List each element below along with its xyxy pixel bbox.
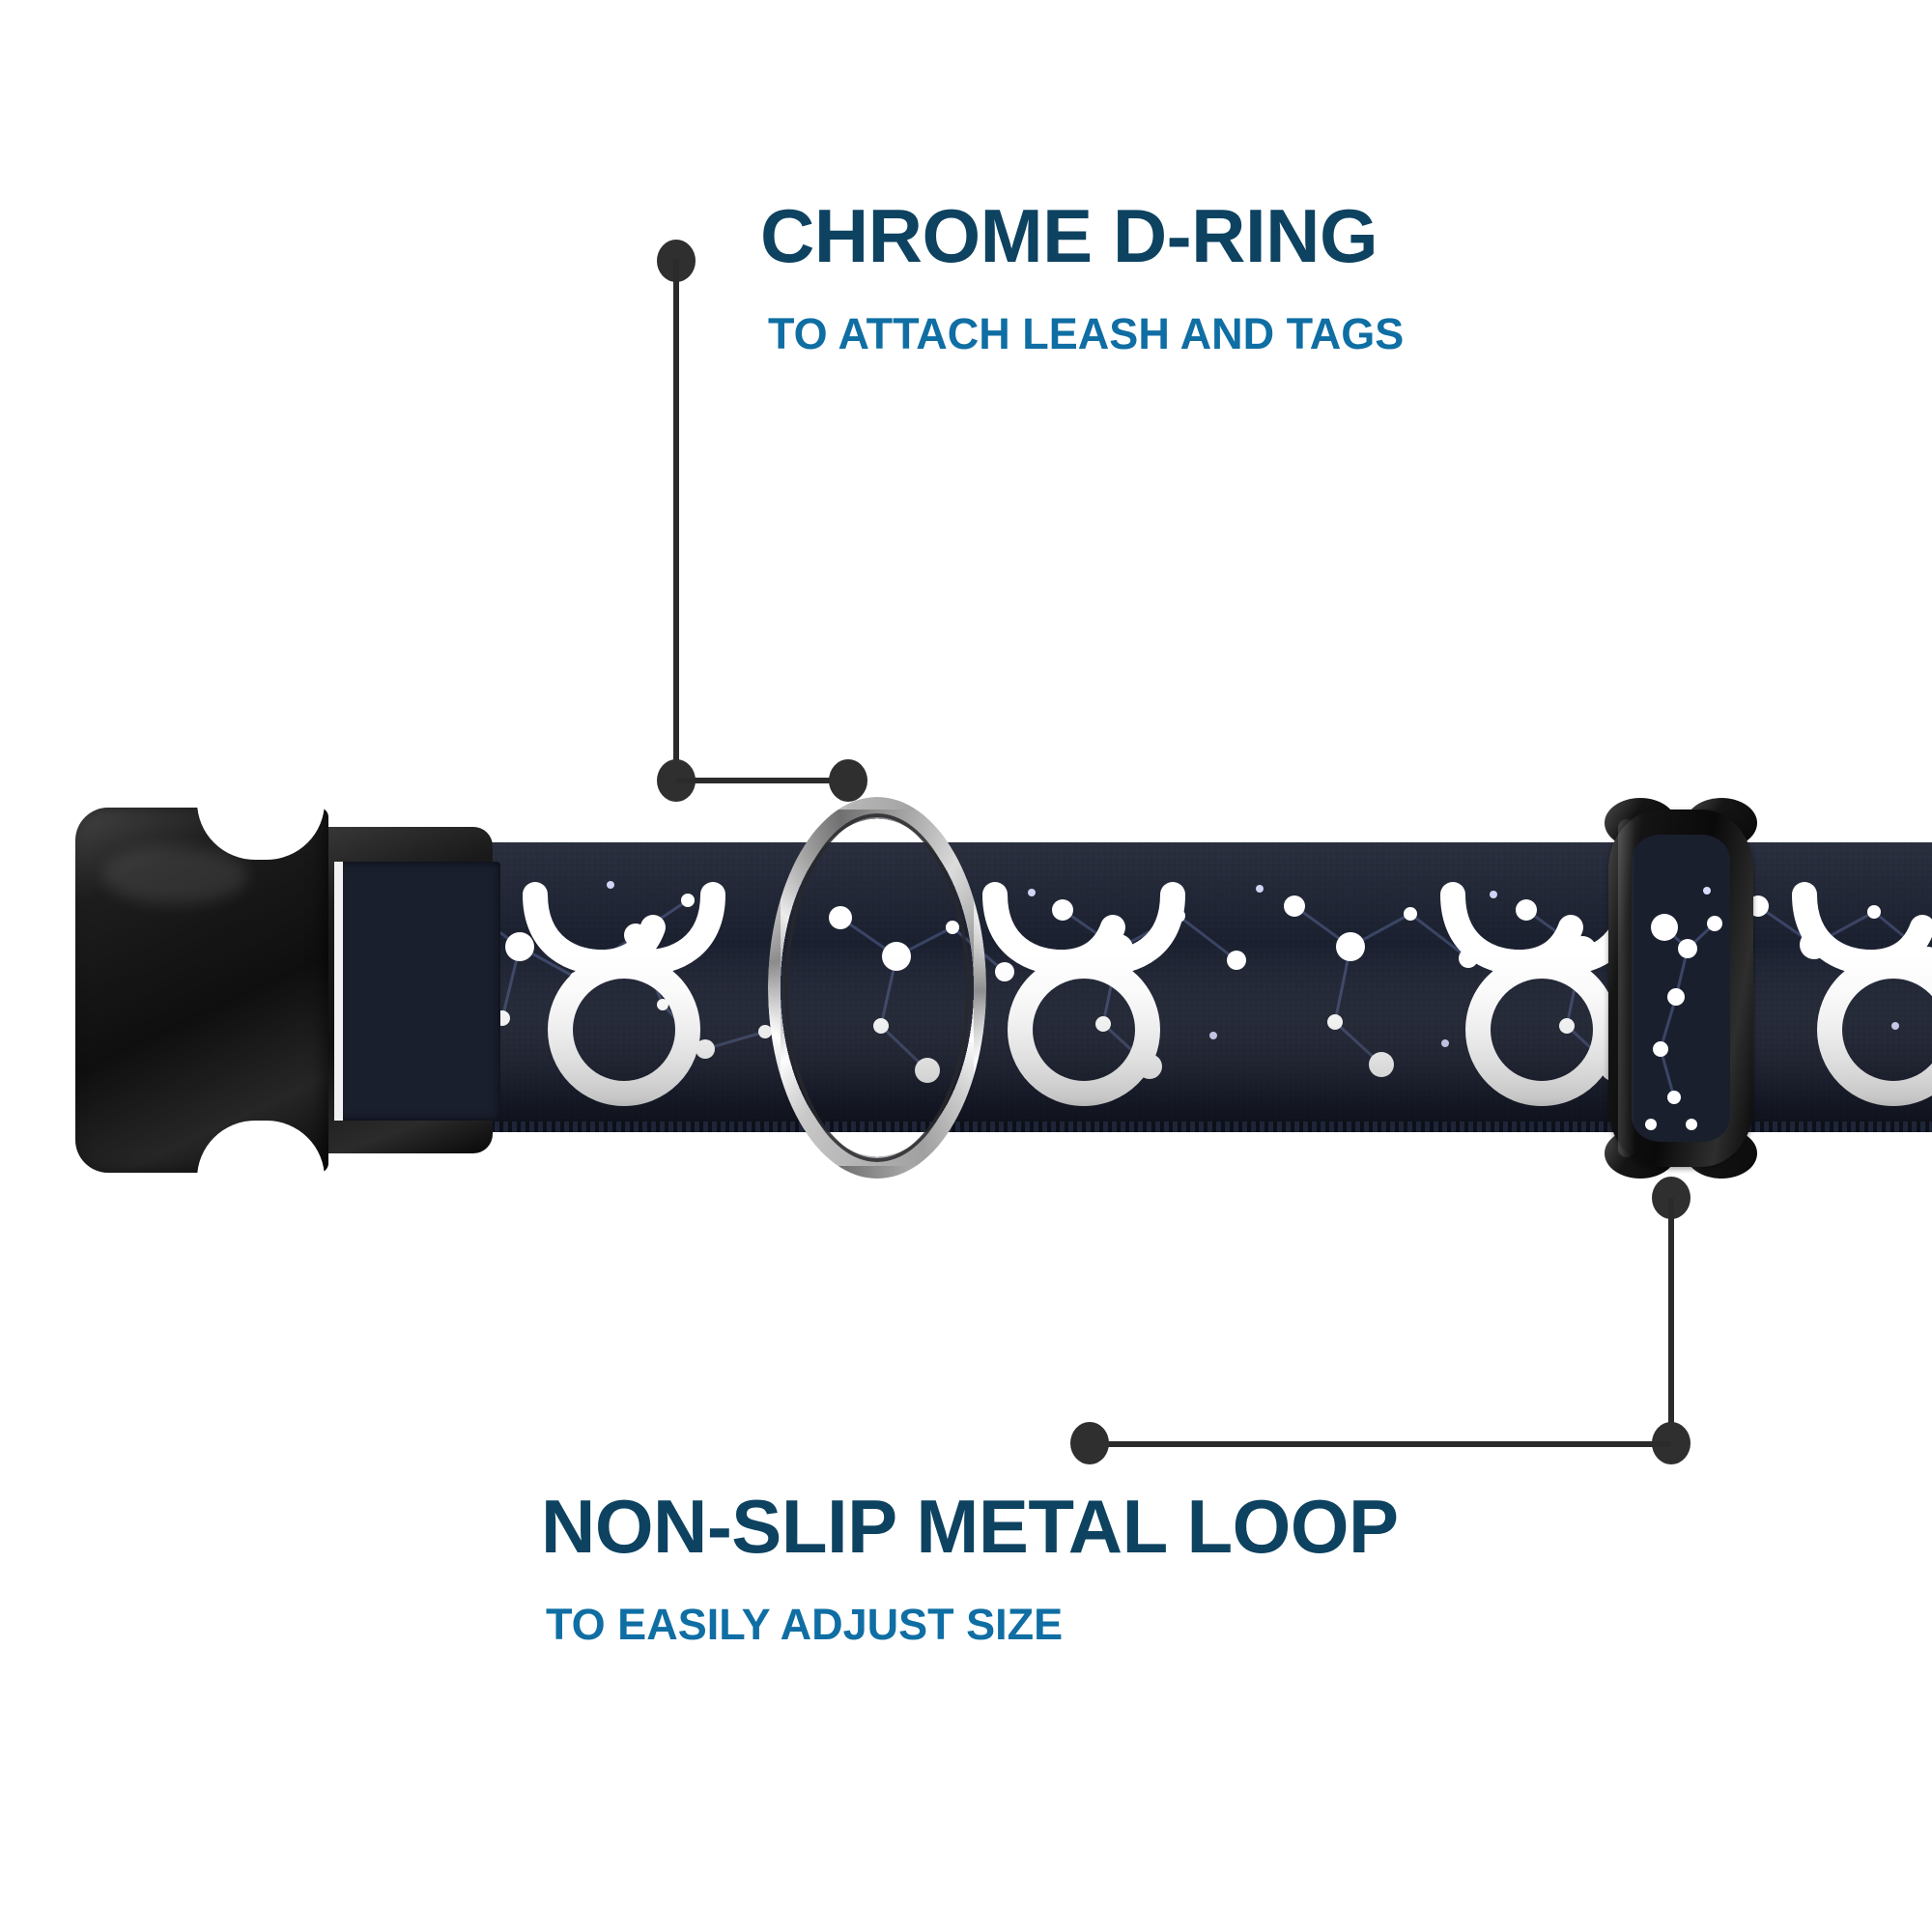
buckle-highlight [102,846,247,904]
callout-title-non-slip-metal-loop: NON-SLIP METAL LOOP [541,1484,1399,1569]
callout-dot-bottom-target [1070,1422,1109,1464]
buckle-female-end [75,808,328,1173]
loop-window [1632,835,1730,1142]
callout-line-horizontal-bottom [1092,1441,1671,1447]
loop-window-pattern [1632,835,1730,1142]
non-slip-metal-loop[interactable] [1605,798,1757,1179]
buckle-slot-highlight [334,862,343,1121]
callout-subtitle-non-slip-metal-loop: TO EASILY ADJUST SIZE [546,1600,1064,1649]
buckle-webbing-slot [334,862,500,1121]
callout-line-vertical-top [673,259,679,781]
callout-line-vertical-bottom [1668,1198,1674,1444]
d-ring-inner-wire [784,813,970,1162]
callout-subtitle-chrome-d-ring: TO ATTACH LEASH AND TAGS [768,309,1405,358]
callout-dot-top-target [829,759,867,802]
side-release-buckle[interactable] [75,784,500,1196]
buckle-notch-bottom [197,1121,325,1196]
callout-line-horizontal-top [676,778,850,783]
callout-title-chrome-d-ring: CHROME D-RING [760,193,1378,278]
